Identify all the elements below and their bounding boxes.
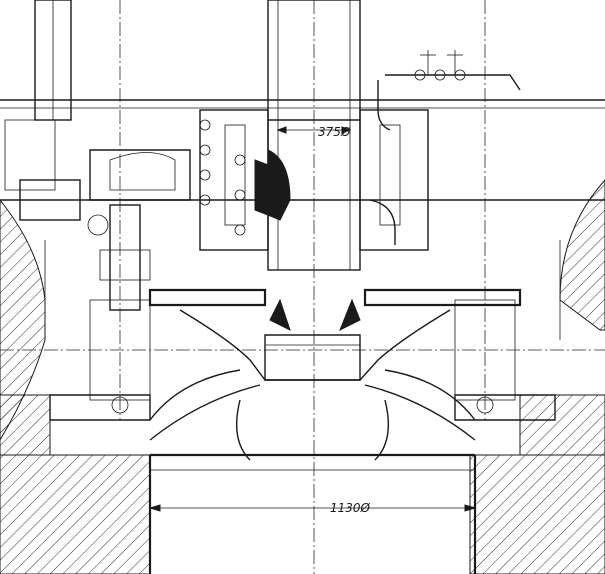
left-upper-column [4,0,81,221]
shaft-diameter-label: 375Ø [318,125,351,139]
runner-dimension: 1130Ø [148,501,477,515]
runner-draft-tube [148,369,477,574]
wicket-gates [49,394,556,421]
left-cylinder [87,149,191,311]
guide-bearing [199,109,429,332]
runner-diameter-label: 1130Ø [330,501,371,515]
outer-frame [0,99,605,401]
head-cover [148,288,522,381]
oil-piping [369,50,521,245]
foundation-hatching [0,179,605,574]
bolt-column-left [199,119,246,236]
shaft-dimension: 375Ø [276,125,352,139]
